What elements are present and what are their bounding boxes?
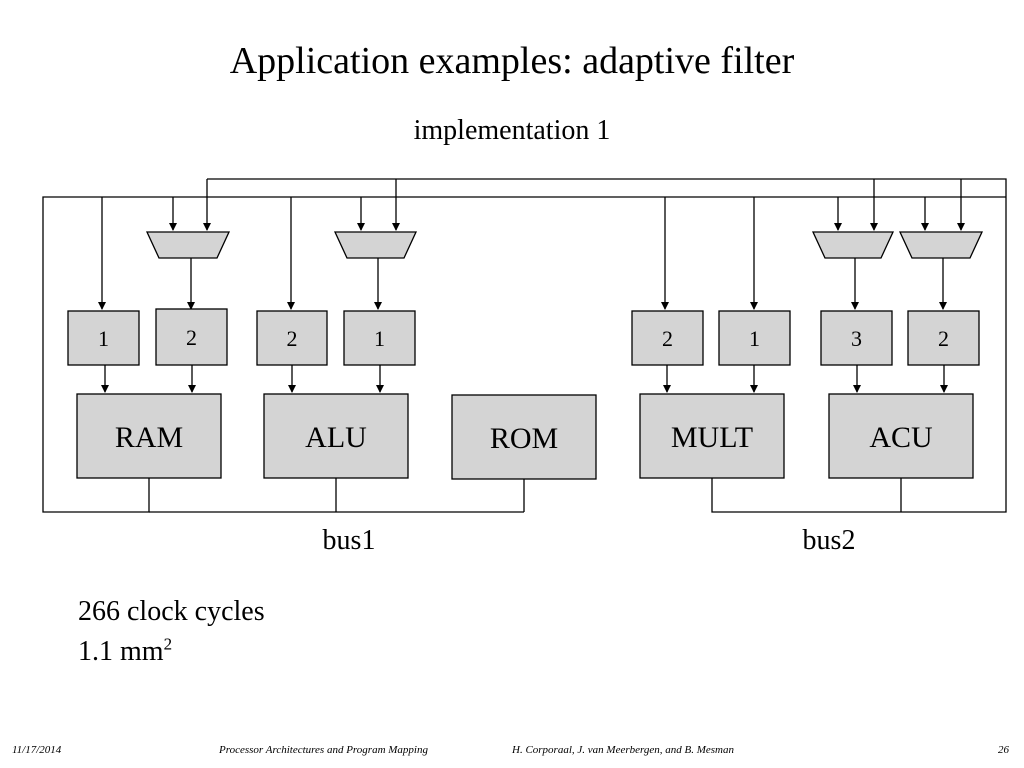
footer-course: Processor Architectures and Program Mapp… (219, 744, 428, 756)
slide-subtitle: implementation 1 (413, 115, 611, 146)
registers: 1 2 2 1 2 1 3 2 (67, 308, 980, 366)
mux-ram (145, 231, 231, 259)
register-ram-2: 2 (155, 308, 228, 366)
mux-acu-b (898, 231, 984, 259)
register-label: 2 (287, 326, 298, 351)
bus2-label: bus2 (803, 525, 856, 556)
unit-label: ALU (305, 421, 367, 454)
register-acu-3: 3 (820, 310, 893, 366)
register-alu-1: 1 (343, 310, 416, 366)
slide-title: Application examples: adaptive filter (229, 40, 795, 82)
mux-alu (333, 231, 418, 259)
footer-authors: H. Corporaal, J. van Meerbergen, and B. … (512, 744, 734, 756)
unit-label: ROM (490, 422, 558, 455)
unit-alu: ALU (263, 393, 409, 479)
unit-label: RAM (115, 421, 183, 454)
register-mult-2: 2 (631, 310, 704, 366)
area-exponent: 2 (163, 634, 173, 654)
unit-ram: RAM (76, 393, 222, 479)
register-mult-1: 1 (718, 310, 791, 366)
register-alu-2: 2 (256, 310, 328, 366)
register-label: 1 (98, 326, 109, 351)
register-label: 3 (851, 326, 862, 351)
register-ram-1: 1 (67, 310, 140, 366)
bus1-loop (42, 196, 1006, 513)
unit-rom: ROM (451, 394, 597, 480)
wires (42, 178, 1007, 513)
register-label: 2 (938, 326, 949, 351)
register-label: 1 (749, 326, 760, 351)
functional-units: RAM ALU ROM MULT ACU (76, 393, 974, 480)
area: 1.1 mm2 (78, 632, 265, 672)
unit-label: ACU (869, 421, 933, 454)
register-acu-2: 2 (907, 310, 980, 366)
bus2-loop (207, 178, 1007, 513)
unit-mult: MULT (639, 393, 785, 479)
unit-acu: ACU (828, 393, 974, 479)
register-label: 2 (662, 326, 673, 351)
area-value: 1.1 mm (78, 636, 164, 667)
bus-labels: bus1 bus2 (323, 525, 856, 556)
footer-date: 11/17/2014 (12, 744, 62, 756)
register-label: 1 (374, 326, 385, 351)
clock-cycles: 266 clock cycles (78, 596, 265, 627)
mux-acu-a (811, 231, 895, 259)
multiplexers (145, 231, 984, 259)
register-label: 2 (186, 325, 197, 350)
stats-block: 266 clock cycles 1.1 mm2 (78, 592, 265, 672)
footer-page-number: 26 (998, 744, 1009, 756)
unit-label: MULT (671, 421, 753, 454)
bus1-label: bus1 (323, 525, 376, 556)
